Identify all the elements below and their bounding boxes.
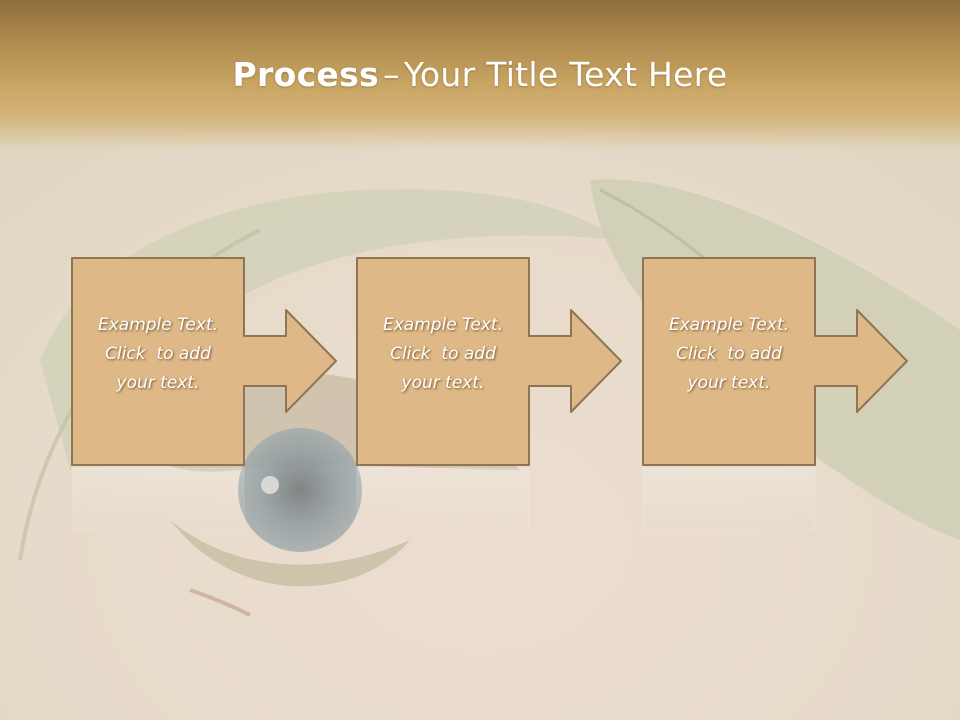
process-step-3[interactable] [642, 257, 908, 466]
step-2-line-1: Example Text. [382, 315, 504, 335]
step-3-line-2: Click to add [676, 344, 782, 364]
step-2-line-3: your text. [401, 373, 485, 393]
step-3-line-3: your text. [687, 373, 771, 393]
step-2-line-2: Click to add [390, 344, 496, 364]
title-dash: – [383, 55, 400, 94]
step-2-text[interactable]: Example Text. Click to add your text. [357, 311, 529, 398]
arrow-shape [642, 257, 908, 466]
step-1-line-2: Click to add [105, 344, 211, 364]
title-text: Your Title Text Here [403, 55, 728, 94]
arrow-shape [356, 257, 622, 466]
title-bar [0, 0, 960, 150]
step-1-line-1: Example Text. [97, 315, 219, 335]
step-1-line-3: your text. [116, 373, 200, 393]
step-3-line-1: Example Text. [668, 315, 790, 335]
slide-title[interactable]: Process–Your Title Text Here [0, 55, 960, 95]
step-1-text[interactable]: Example Text. Click to add your text. [72, 311, 244, 398]
process-step-2[interactable] [356, 257, 622, 466]
arrow-shape [71, 257, 337, 466]
process-step-1[interactable] [71, 257, 337, 466]
title-bold-part: Process [232, 55, 379, 94]
step-3-text[interactable]: Example Text. Click to add your text. [643, 311, 815, 398]
reflection-group [71, 467, 816, 531]
